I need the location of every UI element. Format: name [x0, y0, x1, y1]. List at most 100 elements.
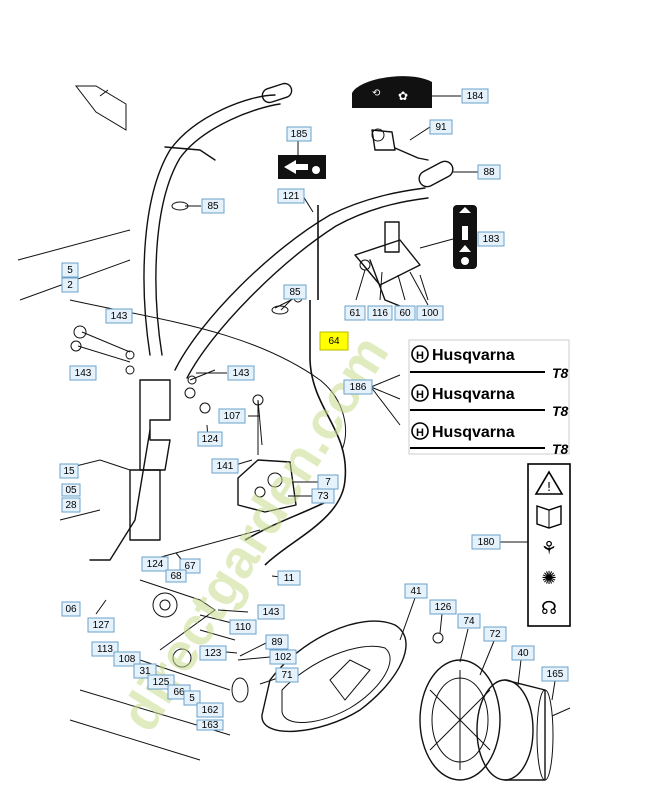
- decal-row: H Husqvarna T8: [410, 384, 569, 419]
- part-label-124: 124: [197, 431, 223, 447]
- part-number: 123: [205, 648, 222, 659]
- part-number: 73: [317, 491, 329, 502]
- part-number: 11: [284, 573, 295, 584]
- part-number: 61: [349, 308, 361, 319]
- part-number: 186: [350, 382, 367, 393]
- part-number: 124: [202, 434, 219, 445]
- svg-text:H: H: [416, 389, 424, 401]
- brand-text: Husqvarna: [432, 386, 515, 403]
- part-number: 127: [93, 620, 110, 631]
- lever-assembly: [354, 221, 429, 311]
- part-label-74: 74: [457, 613, 481, 629]
- part-number: 124: [147, 559, 164, 570]
- svg-text:⟲: ⟲: [372, 88, 381, 99]
- part-number: 143: [233, 368, 250, 379]
- brand-text: Husqvarna: [432, 424, 515, 441]
- part-number: 60: [399, 308, 411, 319]
- brand-text: Husqvarna: [432, 347, 515, 364]
- part-label-143d: 143: [257, 604, 285, 620]
- part-label-64: 64: [319, 331, 349, 351]
- part-label-11: 11: [277, 570, 301, 586]
- part-number: 91: [435, 122, 447, 133]
- part-number: 108: [119, 654, 136, 665]
- part-number: 85: [207, 201, 219, 212]
- part-label-186: 186: [343, 379, 373, 395]
- part-label-107: 107: [218, 408, 246, 424]
- part-label-88: 88: [477, 164, 501, 180]
- model-text: T8: [552, 441, 569, 457]
- part-number: 141: [217, 461, 234, 472]
- svg-text:⚘: ⚘: [541, 538, 557, 559]
- part-label-15: 15: [59, 463, 79, 479]
- direction-decal-185: [278, 155, 326, 179]
- part-label-68: 68: [165, 569, 187, 583]
- decal-row: H Husqvarna T8: [410, 422, 569, 457]
- part-label-100: 100: [416, 305, 444, 321]
- part-label-72: 72: [483, 626, 507, 642]
- part-number: 74: [463, 616, 475, 627]
- part-label-183: 183: [477, 231, 505, 247]
- svg-text:✿: ✿: [398, 89, 408, 103]
- part-label-143c: 143: [227, 365, 255, 381]
- part-label-06: 06: [61, 601, 81, 617]
- part-number: 41: [410, 586, 422, 597]
- part-number: 85: [289, 287, 301, 298]
- part-number: 165: [547, 669, 564, 680]
- part-label-2: 2: [61, 277, 79, 293]
- part-number: 15: [63, 466, 75, 477]
- part-label-121: 121: [277, 188, 305, 204]
- part-number: 67: [184, 561, 196, 572]
- part-number: 7: [325, 477, 331, 488]
- part-label-60: 60: [394, 305, 416, 321]
- part-number: 143: [263, 607, 280, 618]
- part-number: 107: [224, 411, 241, 422]
- part-label-5: 5: [183, 690, 201, 706]
- part-label-143b: 143: [69, 365, 97, 381]
- svg-text:✺: ✺: [541, 568, 556, 589]
- part-label-89: 89: [265, 634, 289, 650]
- part-number: 72: [489, 629, 501, 640]
- part-label-126: 126: [429, 599, 457, 615]
- decal-row: H Husqvarna T8: [410, 345, 569, 381]
- part-number: 185: [291, 129, 308, 140]
- manual-icon: [536, 505, 562, 529]
- part-number: 68: [170, 571, 182, 582]
- handlebar-frame: [17, 82, 454, 379]
- part-label-05: 05: [61, 483, 81, 497]
- part-label-143a: 143: [105, 308, 133, 324]
- part-label-40: 40: [511, 645, 535, 661]
- part-label-102: 102: [269, 649, 297, 665]
- part-number: 66: [173, 687, 185, 698]
- part-label-85a: 85: [201, 198, 225, 214]
- part-label-127: 127: [87, 617, 115, 633]
- part-label-123: 123: [199, 645, 227, 661]
- carburettor: [237, 394, 297, 513]
- part-number: 110: [235, 622, 251, 633]
- part-number: 125: [153, 677, 170, 688]
- feet-hazard-icon: ✺: [541, 568, 556, 589]
- part-label-91: 91: [429, 119, 453, 135]
- part-label-28: 28: [61, 497, 81, 513]
- part-label-116: 116: [367, 305, 393, 321]
- part-label-141: 141: [211, 458, 239, 474]
- model-text: T8: [552, 403, 569, 419]
- part-label-7: 7: [317, 474, 339, 490]
- part-label-108: 108: [113, 651, 141, 667]
- part-number: 64: [328, 336, 340, 347]
- part-label-184: 184: [461, 88, 489, 104]
- part-number: 2: [67, 280, 73, 291]
- tine-wheels: [419, 659, 571, 781]
- chain-case: [261, 620, 407, 733]
- part-label-124b: 124: [141, 556, 169, 572]
- ear-protection-icon: ☊: [541, 598, 557, 619]
- part-label-85b: 85: [283, 284, 307, 300]
- part-number: 06: [65, 604, 77, 615]
- part-number: 116: [372, 308, 388, 319]
- bolt-set: [70, 201, 444, 703]
- part-label-5b: 5: [61, 262, 79, 278]
- part-labels: 184 91 185 88 121 85 183 85 61 116 60 100 64 143 143 14…: [59, 88, 569, 731]
- part-number: 163: [202, 720, 219, 731]
- part-number: 40: [517, 648, 529, 659]
